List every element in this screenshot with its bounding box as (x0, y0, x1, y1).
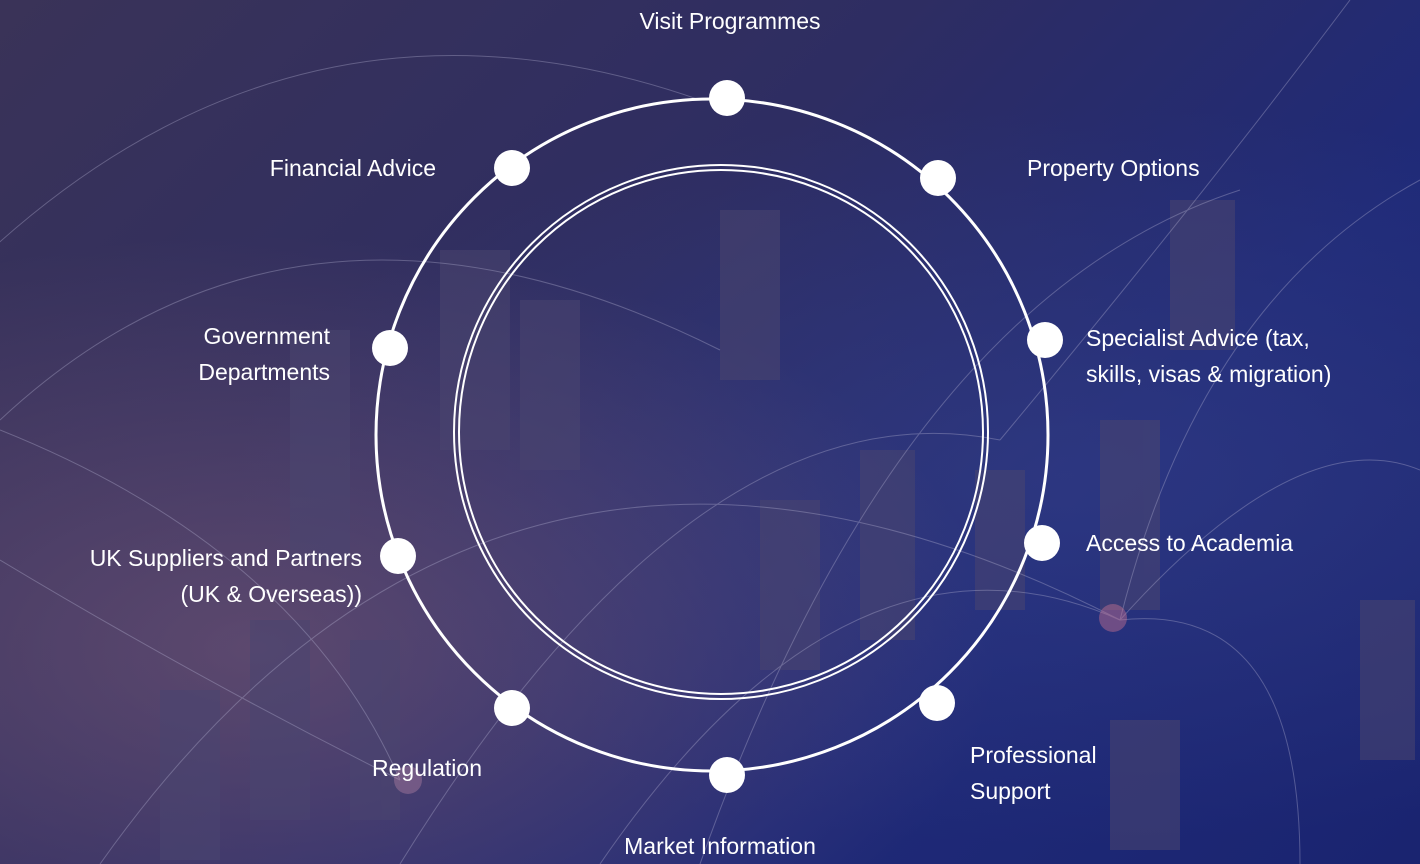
node-marker-specialist-advice (1027, 322, 1063, 358)
label-visit-programmes: Visit Programmes (580, 3, 880, 39)
label-line: Access to Academia (1086, 530, 1294, 556)
node-marker-property-options (920, 160, 956, 196)
label-line: Professional (970, 742, 1097, 768)
label-line: skills, visas & migration) (1086, 361, 1332, 387)
node-marker-government-departments (372, 330, 408, 366)
label-line: (UK & Overseas)) (180, 581, 362, 607)
node-marker-uk-suppliers (380, 538, 416, 574)
label-line: Departments (198, 359, 330, 385)
label-line: Support (970, 778, 1051, 804)
outer-ring (374, 97, 1050, 773)
label-line: Property Options (1027, 155, 1200, 181)
node-marker-market-information (709, 757, 745, 793)
label-professional-support: Professional Support (970, 737, 1097, 809)
node-marker-professional-support (919, 685, 955, 721)
label-line: Regulation (372, 755, 482, 781)
label-government-departments: Government Departments (100, 318, 330, 390)
label-financial-advice: Financial Advice (150, 150, 436, 186)
label-access-to-academia: Access to Academia (1086, 525, 1293, 561)
label-market-information: Market Information (570, 828, 870, 864)
inner-ring-inner-line (458, 169, 984, 695)
label-line: UK Suppliers and Partners (89, 545, 362, 571)
label-property-options: Property Options (1027, 150, 1200, 186)
label-line: Visit Programmes (639, 8, 821, 34)
node-marker-access-to-academia (1024, 525, 1060, 561)
label-regulation: Regulation (300, 750, 482, 786)
label-line: Specialist Advice (tax, (1086, 325, 1310, 351)
node-marker-regulation (494, 690, 530, 726)
label-specialist-advice: Specialist Advice (tax, skills, visas & … (1086, 320, 1331, 392)
node-markers (372, 80, 1063, 793)
node-marker-visit-programmes (709, 80, 745, 116)
label-line: Government (203, 323, 330, 349)
node-marker-financial-advice (494, 150, 530, 186)
label-line: Financial Advice (269, 155, 436, 181)
inner-ring-outer-line (453, 164, 989, 700)
label-line: Market Information (624, 833, 816, 859)
label-uk-suppliers: UK Suppliers and Partners (UK & Overseas… (10, 540, 362, 612)
